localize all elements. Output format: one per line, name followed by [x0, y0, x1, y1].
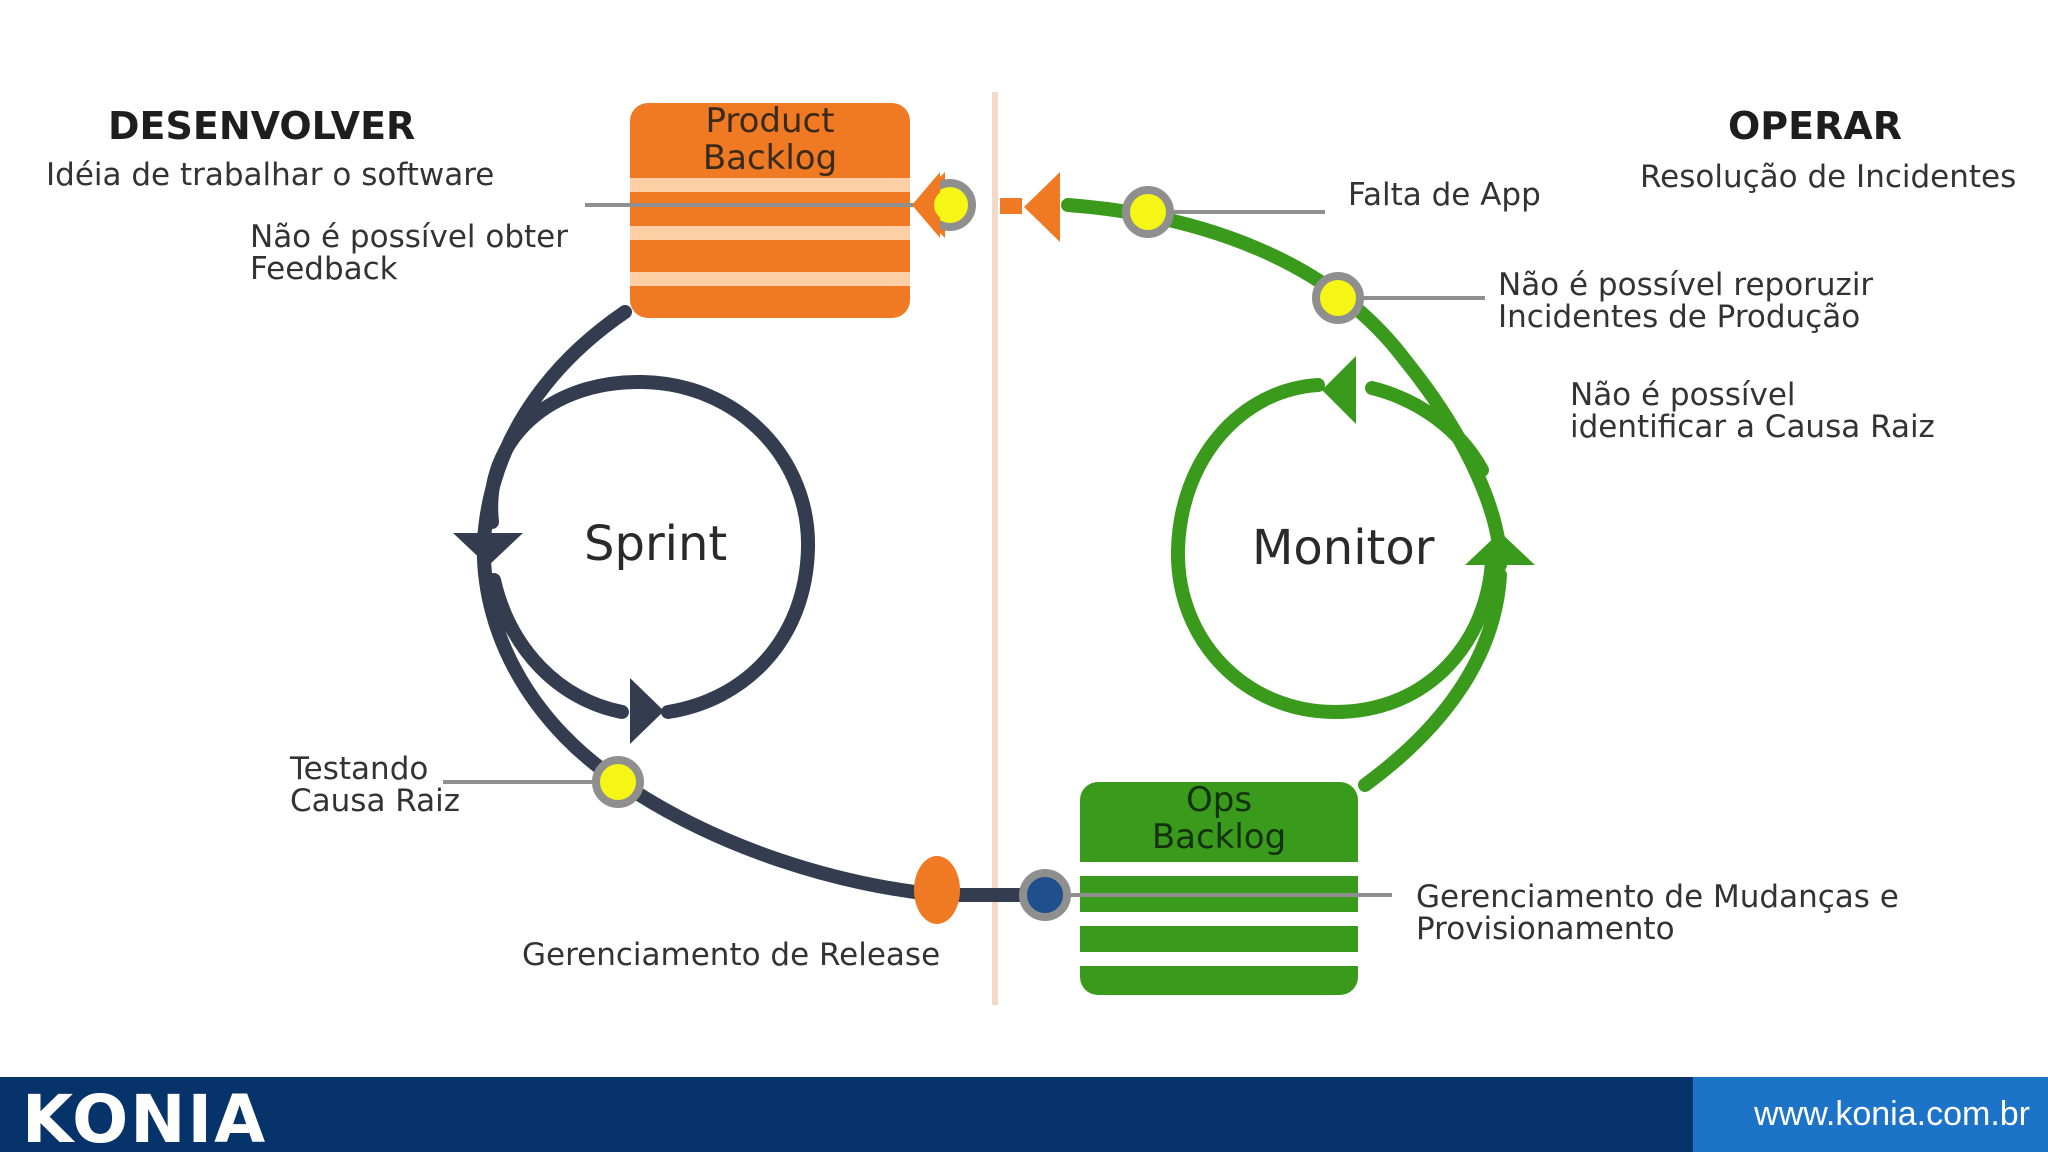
sprint-right-arrow-icon — [630, 678, 664, 744]
monitor-inner-arc-top — [1365, 381, 1489, 477]
product-backlog-box — [630, 103, 910, 318]
ops-backlog-title: Ops Backlog — [1151, 780, 1287, 857]
footer-bar: KONIA www.konia.com.br — [0, 1077, 2048, 1158]
orange-bridge-dash — [1000, 198, 1022, 214]
testing-node — [592, 756, 644, 808]
app-label: Falta de App — [1348, 177, 1541, 213]
feedback-node-center — [934, 189, 966, 221]
ops-node — [1019, 869, 1071, 921]
monitor-left-arrow-icon — [1024, 172, 1060, 242]
feedback-label: Não é possível obter Feedback — [250, 219, 568, 287]
sprint-label: Sprint — [584, 516, 728, 572]
testing-label: Testando Causa Raiz — [290, 751, 461, 819]
sprint-inner-arc-tail — [487, 573, 629, 719]
ops-backlog-box — [1080, 782, 1358, 995]
monitor-inner-arc — [1170, 378, 1499, 720]
sprint-inner-arc — [484, 374, 816, 719]
release-node — [914, 856, 960, 924]
product-backlog-title: Product Backlog — [702, 101, 838, 178]
rootcause-label: Não é possível identificar a Causa Raiz — [1570, 377, 1935, 445]
footer-url-link[interactable]: www.konia.com.br — [1754, 1095, 2030, 1133]
monitor-outer-path — [1061, 198, 1508, 572]
reproduce-node — [1312, 272, 1364, 324]
operate-subheading: Resolução de Incidentes — [1640, 159, 2017, 195]
app-node — [1122, 186, 1174, 238]
develop-heading: DESENVOLVER — [108, 104, 416, 148]
reproduce-label: Não é possível reporuzir Incidentes de P… — [1498, 267, 1874, 335]
develop-subheading: Idéia de trabalhar o software — [46, 157, 495, 193]
operate-heading: OPERAR — [1728, 104, 1903, 148]
release-label: Gerenciamento de Release — [522, 937, 941, 973]
monitor-inner-arrow-icon — [1322, 356, 1356, 424]
footer-url-panel: www.konia.com.br — [1693, 1077, 2048, 1152]
monitor-up-arrow-icon — [1465, 532, 1535, 565]
monitor-label: Monitor — [1252, 520, 1435, 576]
monitor-outer-path-lower — [1358, 568, 1507, 792]
konia-logo: KONIA — [22, 1081, 268, 1158]
feedback-node-arrow-icon — [912, 172, 940, 238]
change-label: Gerenciamento de Mudanças e Provisioname… — [1416, 879, 1899, 947]
sprint-down-arrow-icon — [453, 533, 523, 566]
